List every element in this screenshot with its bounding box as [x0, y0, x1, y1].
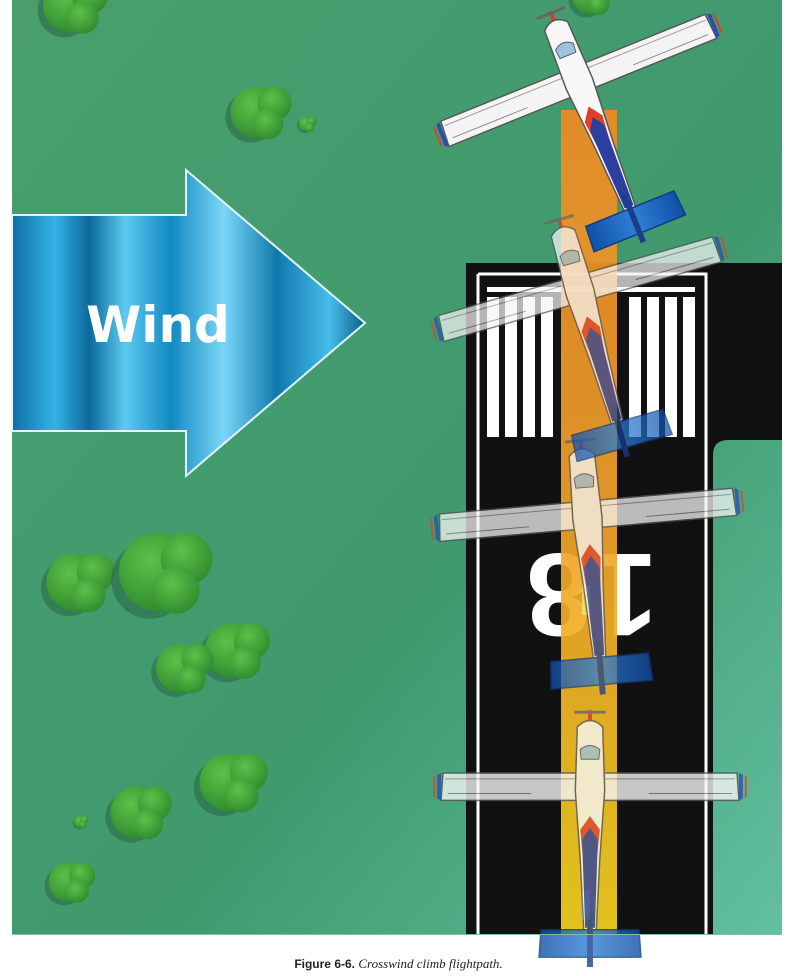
figure-caption: Figure 6-6. Crosswind climb flightpath.: [0, 956, 797, 972]
wind-label: Wind: [86, 296, 230, 354]
wind-arrow: Wind: [11, 167, 367, 479]
figure-number: Figure 6-6.: [294, 957, 355, 971]
figure-title: Crosswind climb flightpath.: [358, 956, 503, 971]
